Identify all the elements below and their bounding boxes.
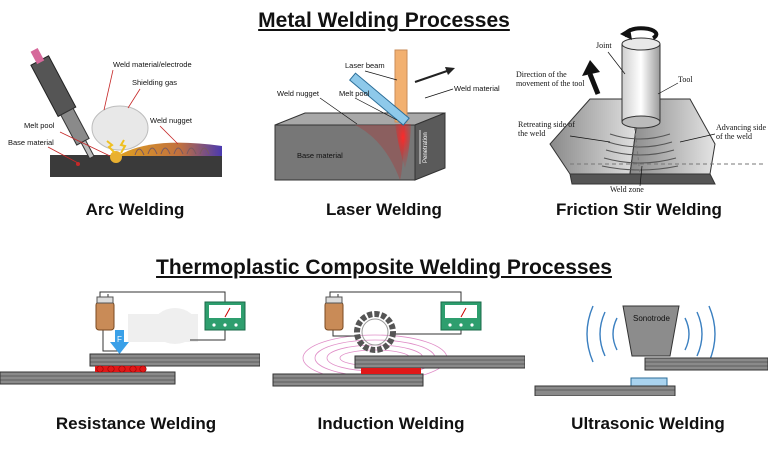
ultrasonic-waves-right <box>684 305 716 363</box>
fsw-label-retreating-2: the weld <box>518 129 545 138</box>
induction-coil-inner <box>361 318 389 346</box>
arc-label-shielding-gas: Shielding gas <box>132 78 177 87</box>
arc-bead-ripples <box>134 147 210 156</box>
resistance-welding-diagram: F <box>0 291 260 385</box>
fsw-joint-line <box>624 43 641 175</box>
fsw-label-weld-zone: Weld zone <box>610 185 644 194</box>
arc-spark <box>106 140 116 154</box>
resistance-meter-face <box>209 305 241 318</box>
ultrasonic-energy-director <box>630 377 668 387</box>
laser-welding-diagram: Penetration Laser beam Weld nugget Melt … <box>274 49 500 181</box>
arc-label-weld-nugget: Weld nugget <box>150 116 193 125</box>
arc-electrode <box>30 48 95 160</box>
induction-welding-caption: Induction Welding <box>317 414 465 433</box>
fsw-label-direction-1: Direction of the <box>516 70 567 79</box>
fsw-plate-front <box>569 173 716 185</box>
laser-label-base-material: Base material <box>297 151 343 160</box>
fsw-label-advancing-1: Advancing side <box>716 123 766 132</box>
friction-stir-welding-caption: Friction Stir Welding <box>556 200 722 219</box>
arc-welding-caption: Arc Welding <box>85 200 185 219</box>
fsw-direction-arrow <box>587 73 601 95</box>
laser-block-side <box>414 112 446 181</box>
laser-melt-pool <box>395 124 411 168</box>
resistance-force-arrow-shaft <box>115 330 124 342</box>
arc-leader-lines <box>47 69 179 164</box>
resistance-force-label: F <box>117 335 122 344</box>
fsw-direction-arrowhead <box>582 60 600 76</box>
fsw-tool-top <box>621 37 661 51</box>
ultrasonic-welding-caption: Ultrasonic Welding <box>571 414 725 433</box>
resistance-bg-shape <box>128 314 198 342</box>
ultrasonic-waves-left <box>586 305 618 363</box>
fsw-label-retreating-1: Retreating side of <box>518 120 575 129</box>
arc-label-electrode: Weld material/electrode <box>113 60 192 69</box>
fsw-label-direction-2: movement of the tool <box>516 79 585 88</box>
ultrasonic-upper-plate <box>644 357 768 371</box>
fsw-label-advancing-2: of the weld <box>716 132 752 141</box>
resistance-copper-cylinder <box>95 301 115 331</box>
ultrasonic-sonotrode <box>622 305 680 357</box>
fsw-label-tool: Tool <box>678 75 693 84</box>
arc-label-melt-pool: Melt pool <box>24 121 55 130</box>
resistance-meter-knob <box>223 323 227 327</box>
arc-base-marker <box>76 162 80 166</box>
thermoplastic-heading: Thermoplastic Composite Welding Processe… <box>156 256 612 279</box>
resistance-meter-needle <box>224 307 231 318</box>
induction-meter-needle <box>460 307 467 318</box>
fsw-leader-lines <box>569 51 716 187</box>
fsw-tool-shoulder <box>621 115 661 129</box>
induction-upper-plate <box>354 355 525 369</box>
fsw-rotation-arrowhead <box>620 28 632 40</box>
ultrasonic-welding-diagram: Sonotrode <box>534 305 768 396</box>
laser-direction-arrow <box>414 69 451 83</box>
arc-weld-nugget <box>118 142 222 156</box>
induction-meter-knob <box>448 323 452 327</box>
fsw-tool-body <box>621 43 661 123</box>
laser-label-weld-nugget: Weld nugget <box>277 89 320 98</box>
induction-coil <box>354 311 396 353</box>
laser-leader-lines <box>319 70 454 125</box>
resistance-wires <box>99 291 226 352</box>
induction-welding-diagram <box>272 291 525 387</box>
laser-label-penetration: Penetration <box>423 132 429 163</box>
laser-weld-material-wire <box>348 72 410 126</box>
laser-welding-caption: Laser Welding <box>326 200 442 219</box>
fsw-label-joint: Joint <box>596 41 612 50</box>
laser-label-weld-material: Weld material <box>454 84 500 93</box>
induction-heated-zone <box>361 368 421 374</box>
ultrasonic-lower-plate <box>534 385 676 396</box>
induction-meter-face <box>445 305 477 318</box>
induction-cylinder-cap <box>325 296 343 304</box>
arc-shielding-gas <box>91 105 149 151</box>
resistance-cylinder-cap <box>96 296 114 304</box>
arc-base-plate <box>50 155 222 177</box>
arc-welding-diagram: Weld material/electrode Shielding gas Me… <box>8 48 222 177</box>
resistance-meter-knob <box>212 323 216 327</box>
resistance-meter-knob <box>234 323 238 327</box>
induction-lower-plate <box>272 373 424 387</box>
laser-direction-arrowhead <box>445 67 455 75</box>
arc-melt-pool <box>110 151 122 163</box>
resistance-upper-plate <box>89 353 260 367</box>
induction-meter-knob <box>470 323 474 327</box>
metal-heading: Metal Welding Processes <box>258 9 510 32</box>
resistance-force-arrowhead <box>110 342 129 354</box>
induction-meter-knob <box>459 323 463 327</box>
friction-stir-welding-diagram: Joint Direction of the movement of the t… <box>516 26 766 194</box>
arc-spark <box>119 139 127 154</box>
ultrasonic-sonotrode-label: Sonotrode <box>633 314 670 323</box>
resistance-welding-caption: Resistance Welding <box>55 414 217 433</box>
induction-copper-cylinder <box>324 301 344 331</box>
laser-label-melt-pool: Melt pool <box>339 89 370 98</box>
laser-weld-nugget <box>355 125 405 180</box>
resistance-mesh-dots <box>96 365 147 373</box>
laser-label-laser-beam: Laser beam <box>345 61 385 70</box>
arc-label-base-material: Base material <box>8 138 54 147</box>
resistance-lower-plate <box>0 371 176 385</box>
